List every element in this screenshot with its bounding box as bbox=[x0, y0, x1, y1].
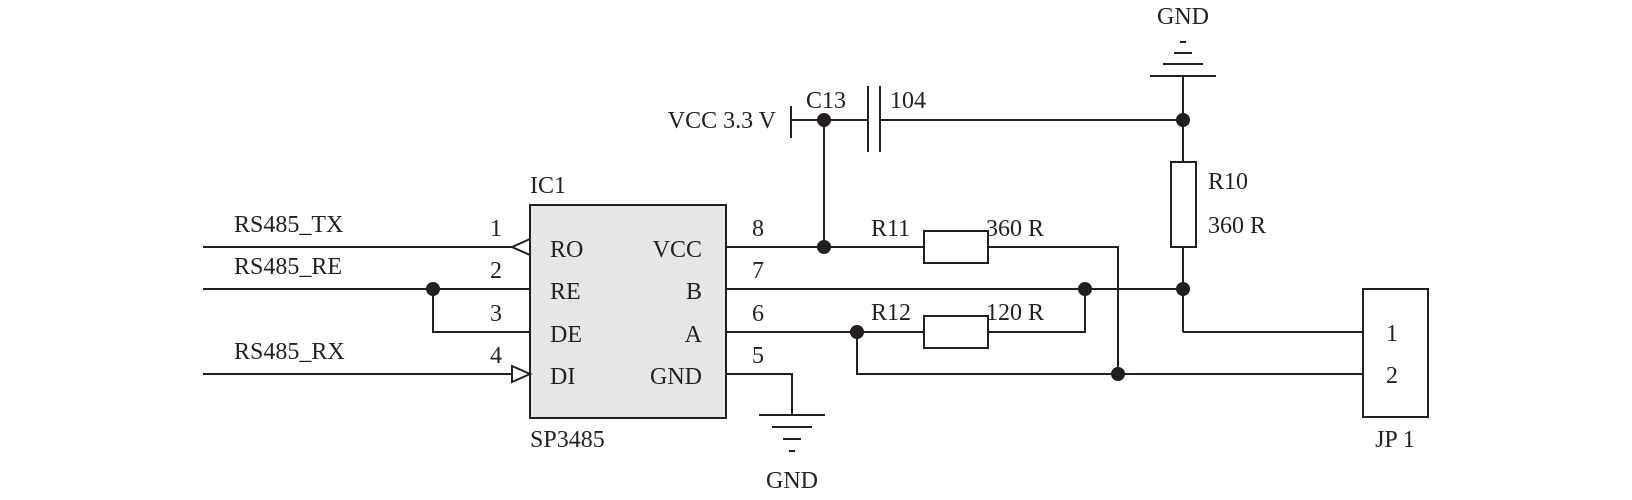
jp1-pin-1-label: 1 bbox=[1386, 321, 1398, 347]
pin-number-2: 2 bbox=[490, 258, 502, 284]
rx-arrow-icon bbox=[511, 364, 533, 384]
tx-arrow-icon bbox=[509, 237, 531, 257]
pin-number-7: 7 bbox=[752, 258, 764, 284]
ic-part-label: SP3485 bbox=[530, 427, 605, 453]
pin-name-di: DI bbox=[550, 364, 575, 390]
gnd-top-label: GND bbox=[1157, 4, 1209, 30]
junction-b-r10 bbox=[1176, 282, 1190, 296]
pin-number-5: 5 bbox=[752, 343, 764, 369]
wire-pin5-gnd bbox=[726, 373, 793, 415]
r11-ref-label: R11 bbox=[871, 216, 910, 242]
junction-re-de bbox=[426, 282, 440, 296]
wire-r11-out bbox=[988, 246, 1119, 374]
pin-number-4: 4 bbox=[490, 343, 502, 369]
pin-number-3: 3 bbox=[490, 301, 502, 327]
net-label-rx: RS485_RX bbox=[234, 339, 345, 365]
net-label-tx: RS485_TX bbox=[234, 212, 343, 238]
pin-name-a: A bbox=[685, 322, 703, 348]
junction-pin8 bbox=[817, 240, 831, 254]
r10-value-label: 360 R bbox=[1208, 213, 1266, 239]
cap-ref-label: C13 bbox=[806, 88, 846, 114]
junction-a-r11 bbox=[1111, 367, 1125, 381]
jp1-ref-label: JP 1 bbox=[1375, 427, 1415, 453]
net-label-vcc: VCC 3.3 V bbox=[668, 108, 777, 134]
r12-ref-label: R12 bbox=[871, 300, 911, 326]
pin-number-6: 6 bbox=[752, 301, 764, 327]
pin-name-de: DE bbox=[550, 322, 582, 348]
gnd-bottom-label: GND bbox=[766, 468, 818, 494]
ic-ref-label: IC1 bbox=[530, 173, 566, 199]
net-label-re: RS485_RE bbox=[234, 254, 342, 280]
resistor-r10 bbox=[1170, 161, 1197, 248]
pin-name-ro: RO bbox=[550, 237, 583, 263]
wire-r12-out bbox=[988, 289, 1086, 333]
pin-number-1: 1 bbox=[490, 216, 502, 242]
wire-re-de-bridge bbox=[432, 289, 530, 333]
cap-value-label: 104 bbox=[890, 88, 926, 114]
connector-jp1 bbox=[1362, 288, 1429, 418]
pin-name-gnd: GND bbox=[650, 364, 702, 390]
r10-ref-label: R10 bbox=[1208, 169, 1248, 195]
pin-number-8: 8 bbox=[752, 216, 764, 242]
resistor-r12 bbox=[923, 315, 989, 349]
pin-name-vcc: VCC bbox=[653, 237, 702, 263]
pin-name-re: RE bbox=[550, 279, 581, 305]
r11-value-label: 360 R bbox=[986, 216, 1044, 242]
ic-body bbox=[529, 204, 727, 419]
resistor-r11 bbox=[923, 230, 989, 264]
wire-a-to-jp1 bbox=[856, 332, 1363, 375]
jp1-pin-2-label: 2 bbox=[1386, 363, 1398, 389]
pin-name-b: B bbox=[686, 279, 702, 305]
r12-value-label: 120 R bbox=[986, 300, 1044, 326]
